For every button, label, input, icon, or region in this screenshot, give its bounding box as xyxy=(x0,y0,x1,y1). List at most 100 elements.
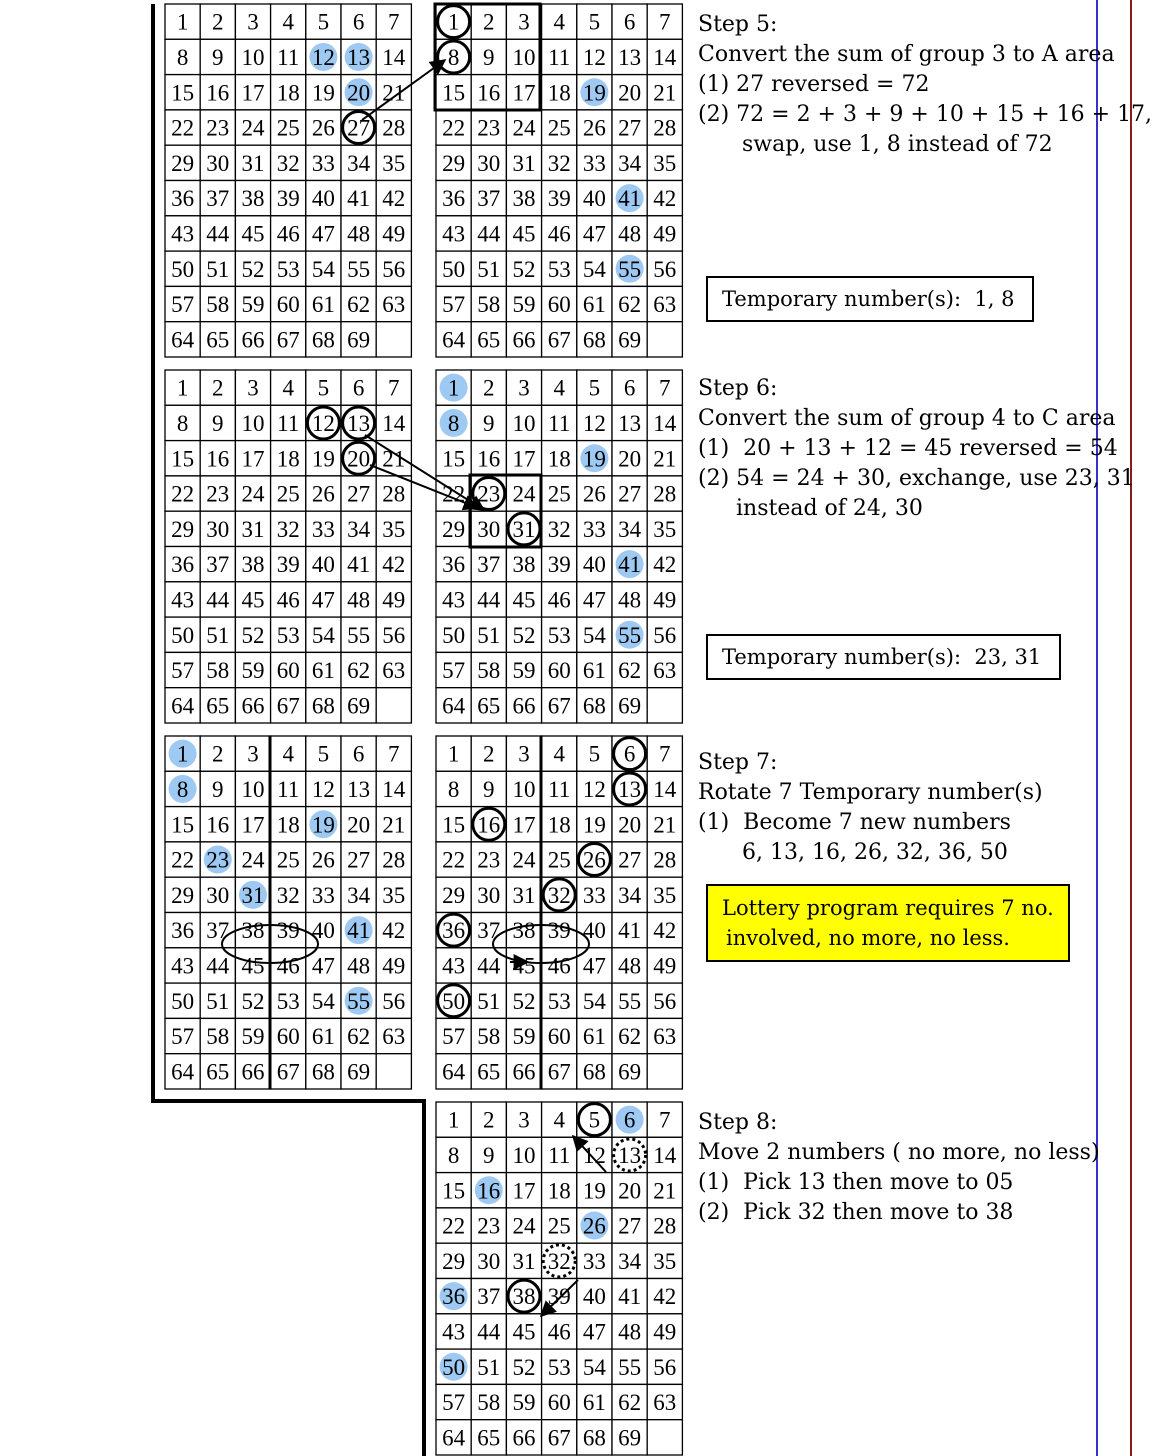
number-label: 31 xyxy=(242,883,265,908)
number-label: 34 xyxy=(618,517,642,542)
number-label: 1 xyxy=(448,742,460,767)
empty-cell xyxy=(375,687,413,724)
number-cell-23: 23 xyxy=(199,109,237,146)
number-cell-15: 15 xyxy=(435,73,472,111)
number-label: 42 xyxy=(653,918,676,943)
number-label: 17 xyxy=(513,812,536,837)
number-cell-35: 35 xyxy=(646,1242,684,1280)
number-cell-27: 27 xyxy=(340,475,377,512)
number-cell-31: 31 xyxy=(505,510,543,548)
number-cell-39: 39 xyxy=(540,1277,578,1315)
highlight-mark xyxy=(615,550,644,579)
number-label: 3 xyxy=(247,376,259,401)
number-cell-23: 23 xyxy=(470,841,508,878)
number-cell-13: 13 xyxy=(340,404,377,442)
number-cell-48: 48 xyxy=(340,215,377,252)
number-cell-44: 44 xyxy=(470,215,508,252)
number-label: 28 xyxy=(382,116,405,141)
number-cell-21: 21 xyxy=(375,73,413,111)
number-cell-26: 26 xyxy=(305,475,342,512)
number-label: 56 xyxy=(653,1355,676,1380)
number-label: 23 xyxy=(477,116,500,141)
number-cell-2: 2 xyxy=(470,1101,508,1138)
number-cell-3: 3 xyxy=(505,1101,543,1138)
circle-mark xyxy=(541,877,577,913)
number-label: 60 xyxy=(277,292,300,317)
number-label: 44 xyxy=(477,587,501,612)
number-cell-62: 62 xyxy=(611,1017,648,1055)
number-label: 4 xyxy=(282,742,294,767)
number-cell-12: 12 xyxy=(576,1136,613,1174)
number-label: 23 xyxy=(477,482,500,507)
number-label: 2 xyxy=(212,742,224,767)
number-label: 2 xyxy=(483,10,495,35)
number-cell-35: 35 xyxy=(375,876,413,914)
number-label: 56 xyxy=(382,989,405,1014)
number-cell-65: 65 xyxy=(470,1053,508,1090)
step6-temp-box: Temporary number(s): 23, 31 xyxy=(706,634,1061,680)
number-label: 47 xyxy=(583,953,606,978)
number-label: 22 xyxy=(442,116,465,141)
number-cell-67: 67 xyxy=(540,1053,578,1090)
number-cell-10: 10 xyxy=(505,38,543,76)
number-cell-11: 11 xyxy=(540,1136,578,1174)
number-label: 30 xyxy=(477,1249,500,1274)
number-cell-28: 28 xyxy=(646,109,684,146)
number-cell-67: 67 xyxy=(540,321,578,358)
number-label: 55 xyxy=(618,623,641,648)
number-label: 66 xyxy=(242,327,265,352)
step6-line2: (1) 20 + 13 + 12 = 45 reversed = 54 xyxy=(698,436,1118,461)
number-label: 42 xyxy=(382,186,405,211)
number-cell-14: 14 xyxy=(375,404,413,442)
number-cell-61: 61 xyxy=(305,1017,342,1055)
number-cell-37: 37 xyxy=(470,1277,508,1315)
number-cell-43: 43 xyxy=(435,581,472,618)
number-label: 46 xyxy=(548,953,571,978)
number-cell-40: 40 xyxy=(576,179,613,217)
number-label: 62 xyxy=(618,1390,641,1415)
number-cell-69: 69 xyxy=(611,1419,648,1456)
number-cell-61: 61 xyxy=(305,651,342,689)
number-label: 36 xyxy=(442,552,465,577)
number-cell-11: 11 xyxy=(269,38,307,76)
number-label: 48 xyxy=(618,1319,641,1344)
number-label: 32 xyxy=(277,151,300,176)
number-cell-10: 10 xyxy=(234,770,272,808)
number-label: 12 xyxy=(312,45,335,70)
number-label: 17 xyxy=(242,446,265,471)
number-cell-21: 21 xyxy=(646,73,684,111)
number-label: 45 xyxy=(242,221,265,246)
circle-mark xyxy=(436,4,472,40)
number-label: 57 xyxy=(171,1024,194,1049)
number-cell-34: 34 xyxy=(611,144,648,182)
circle-mark xyxy=(576,842,612,878)
number-cell-35: 35 xyxy=(375,144,413,182)
number-cell-21: 21 xyxy=(375,439,413,477)
number-label: 23 xyxy=(206,116,229,141)
number-cell-40: 40 xyxy=(305,545,342,583)
number-label: 4 xyxy=(553,10,565,35)
number-label: 64 xyxy=(442,1425,466,1450)
number-cell-15: 15 xyxy=(435,1171,472,1209)
number-label: 35 xyxy=(382,517,405,542)
number-label: 37 xyxy=(477,918,500,943)
highlight-mark xyxy=(309,810,338,839)
number-cell-16: 16 xyxy=(199,805,237,843)
number-label: 26 xyxy=(583,1214,606,1239)
number-cell-15: 15 xyxy=(164,805,201,843)
number-label: 8 xyxy=(448,45,460,70)
number-cell-32: 32 xyxy=(540,510,578,548)
number-label: 31 xyxy=(242,151,265,176)
number-cell-64: 64 xyxy=(435,321,472,358)
number-label: 30 xyxy=(206,883,229,908)
number-label: 50 xyxy=(442,257,465,282)
number-cell-6: 6 xyxy=(611,369,648,406)
number-cell-41: 41 xyxy=(340,545,377,583)
number-label: 65 xyxy=(477,693,500,718)
number-cell-4: 4 xyxy=(540,369,578,406)
number-label: 43 xyxy=(442,953,465,978)
number-cell-15: 15 xyxy=(164,73,201,111)
number-label: 24 xyxy=(513,482,537,507)
number-cell-30: 30 xyxy=(470,1242,508,1280)
number-cell-8: 8 xyxy=(164,770,201,808)
